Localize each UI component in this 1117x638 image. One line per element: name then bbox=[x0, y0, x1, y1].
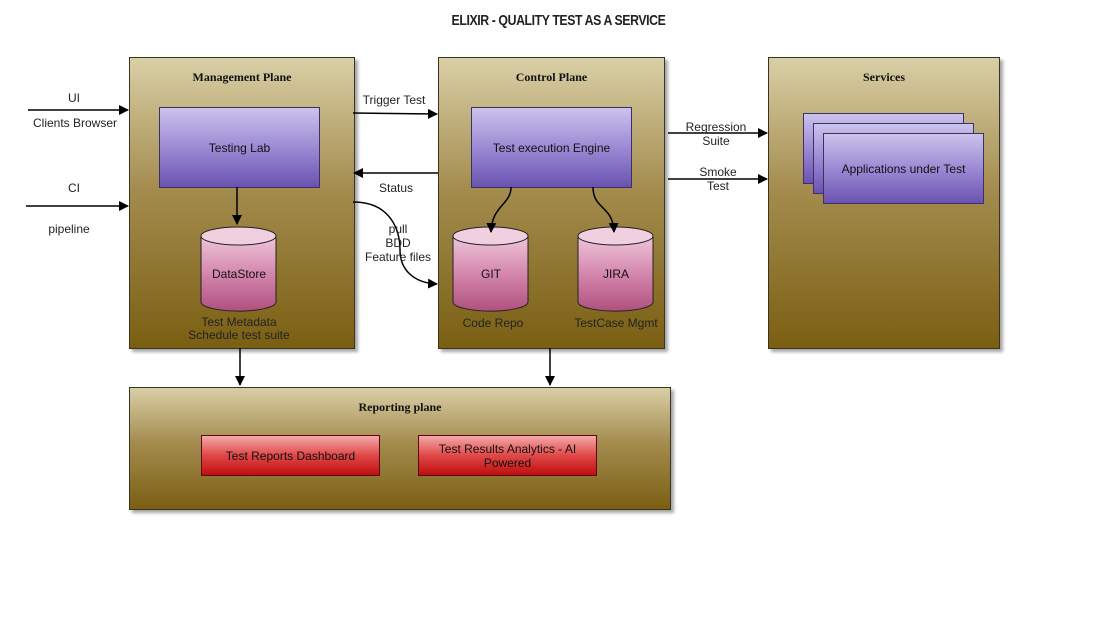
jira-caption: TestCase Mgmt bbox=[574, 316, 658, 330]
datastore-caption-line2: Schedule test suite bbox=[188, 328, 290, 342]
engine-to-jira-arrow bbox=[592, 186, 619, 233]
test-results-analytics-label-line1: Test Results Analytics - AI bbox=[438, 441, 577, 456]
datastore-caption-line1: Test Metadata bbox=[201, 315, 277, 329]
reporting-plane-title: Reporting plane bbox=[358, 400, 442, 414]
bdd-label: BDD bbox=[385, 236, 411, 250]
test-reports-dashboard-label: Test Reports Dashboard bbox=[225, 448, 356, 463]
git-caption: Code Repo bbox=[462, 316, 524, 330]
test-results-analytics-box: Test Results Analytics - AI Powered bbox=[418, 435, 597, 476]
jira-cylinder bbox=[577, 226, 654, 312]
test-reports-dashboard-box: Test Reports Dashboard bbox=[201, 435, 380, 476]
applications-under-test-label: Applications under Test bbox=[841, 161, 966, 176]
ui-label: UI bbox=[68, 91, 80, 105]
regression-suite-label-line2: Suite bbox=[702, 134, 730, 148]
smoke-test-label-line2: Test bbox=[706, 179, 729, 193]
applications-under-test-box: Applications under Test bbox=[823, 133, 984, 204]
test-execution-engine-box: Test execution Engine bbox=[471, 107, 632, 188]
trigger-test-label: Trigger Test bbox=[362, 93, 426, 107]
diagram-title: ELIXIR - QUALITY TEST AS A SERVICE bbox=[451, 12, 666, 29]
datastore-cylinder bbox=[200, 226, 277, 312]
testing-lab-box: Testing Lab bbox=[159, 107, 320, 188]
pull-bdd-arrow bbox=[352, 201, 438, 289]
services-plane-title: Services bbox=[863, 70, 905, 84]
clients-browser-label: Clients Browser bbox=[32, 116, 118, 130]
testing-lab-label: Testing Lab bbox=[208, 140, 271, 155]
status-label: Status bbox=[378, 181, 414, 195]
smoke-test-label-line1: Smoke bbox=[699, 165, 737, 179]
engine-to-git-arrow bbox=[486, 186, 512, 233]
trigger-test-arrow bbox=[352, 108, 438, 119]
pipeline-label: pipeline bbox=[48, 222, 90, 236]
test-execution-engine-label: Test execution Engine bbox=[492, 140, 611, 155]
regression-suite-label-line1: Regression bbox=[685, 120, 747, 134]
control-plane-title: Control Plane bbox=[515, 70, 588, 84]
feature-files-label: Feature files bbox=[364, 250, 432, 264]
git-label: GIT bbox=[481, 267, 501, 281]
pull-label: pull bbox=[388, 222, 408, 236]
test-results-analytics-label-line2: Powered bbox=[483, 455, 532, 470]
management-plane-title: Management Plane bbox=[192, 70, 292, 84]
jira-label: JIRA bbox=[602, 267, 629, 281]
ci-label: CI bbox=[68, 181, 80, 195]
datastore-label: DataStore bbox=[211, 267, 267, 281]
